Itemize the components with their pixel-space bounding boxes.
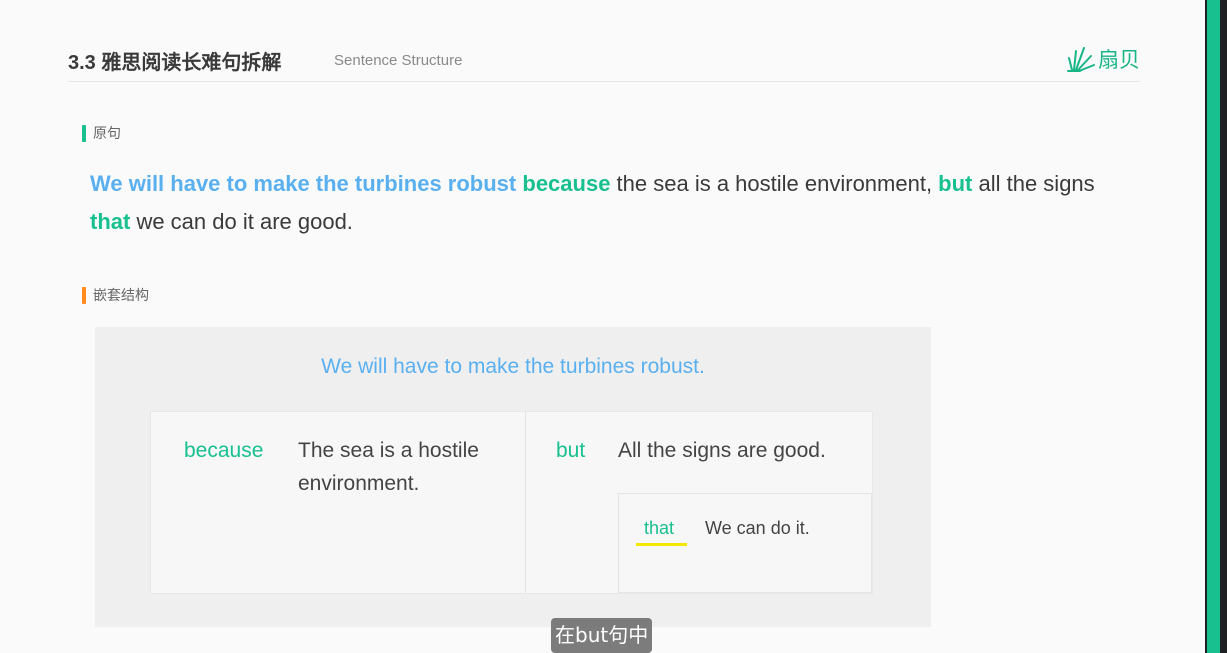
but-clause: All the signs are good. (618, 439, 826, 462)
section-original-text: 原句 (93, 125, 121, 141)
logo-text: 扇贝 (1098, 48, 1140, 72)
main-clause-phrase: We will have to make the turbines robust (90, 171, 517, 196)
green-marker (82, 124, 86, 142)
sentence-segment: the sea is a hostile environment, (610, 171, 939, 196)
conjunction-because: because (522, 171, 611, 196)
because-clause: The sea is a hostile environment. (298, 439, 479, 495)
original-sentence: We will have to make the turbines robust… (90, 165, 1140, 241)
that-clause-box: that We can do it. (618, 493, 872, 593)
nested-structure-diagram: We will have to make the turbines robust… (95, 327, 931, 627)
sentence-segment: we can do it are good. (130, 209, 353, 234)
video-caption: 在but句中 (551, 618, 653, 653)
right-edge-bar (1205, 0, 1227, 653)
but-label: but (556, 439, 586, 462)
shanbay-shell-icon (1067, 47, 1095, 72)
subordinate-clause-box: because The sea is a hostile environment… (150, 411, 873, 594)
page-title: 3.3 雅思阅读长难句拆解 (68, 52, 282, 74)
section-nested-label: 嵌套结构 (82, 285, 149, 305)
clause-divider (525, 412, 526, 593)
conjunction-that: that (90, 209, 131, 234)
diagram-main-clause: We will have to make the turbines robust… (321, 355, 705, 378)
that-label: that (644, 518, 675, 538)
because-label: because (184, 439, 264, 462)
section-original-label: 原句 (82, 123, 121, 143)
conjunction-but: but (938, 171, 973, 196)
that-clause: We can do it. (705, 518, 810, 538)
brand-logo: 扇贝 (1066, 44, 1140, 74)
orange-marker (82, 286, 86, 304)
page-header: 3.3 雅思阅读长难句拆解 Sentence Structure 扇贝 (68, 44, 1140, 82)
sentence-segment: all the signs (972, 171, 1095, 196)
section-nested-text: 嵌套结构 (93, 287, 149, 303)
right-accent-stripe (1207, 0, 1220, 653)
that-highlight-underline (636, 543, 687, 546)
page-subtitle: Sentence Structure (334, 52, 463, 69)
